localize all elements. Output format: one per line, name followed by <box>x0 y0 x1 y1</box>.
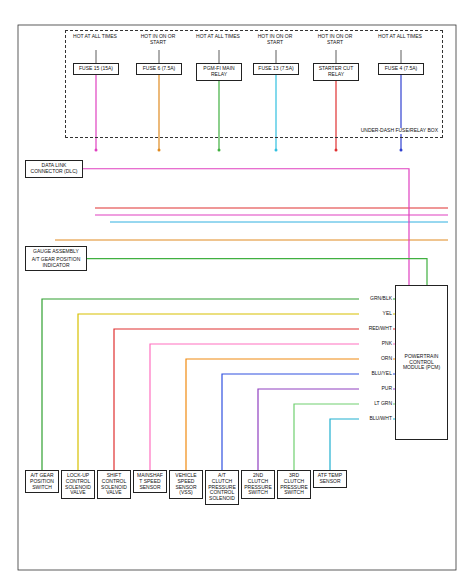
fuse-relay-box: FUSE 4 (7.5A) <box>378 63 424 75</box>
wire-color: BLU/YEL <box>359 371 393 377</box>
wire-connector <box>150 344 395 470</box>
fuse-relay-box: PGM-FI MAIN RELAY <box>196 63 242 81</box>
power-note: HOT AT ALL TIMES <box>377 34 423 40</box>
power-feed <box>219 50 220 63</box>
wire <box>95 214 448 215</box>
power-note: HOT IN ON OR START <box>135 34 181 46</box>
fuse-output-wire <box>400 75 401 150</box>
wire-color: GRN/BLK <box>359 296 393 302</box>
splice-dot <box>335 149 338 152</box>
wire-color: YEL <box>359 311 393 317</box>
splice-dot <box>95 149 98 152</box>
power-feed <box>276 50 277 63</box>
component-box: VEHICLE SPEED SENSOR (VSS) <box>169 470 203 499</box>
component-name: ATF TEMP SENSOR <box>316 473 344 485</box>
wire-color: LT GRN <box>359 401 393 407</box>
component-box: SHIFT CONTROL SOLENOID VALVE <box>97 470 131 499</box>
fuse-output-wire <box>218 81 219 151</box>
component-name: MAINSHAFT SPEED SENSOR <box>136 473 164 490</box>
splice-dot <box>218 149 221 152</box>
power-feed <box>336 50 337 63</box>
wire-connector <box>186 359 395 470</box>
wire-connector <box>294 404 395 470</box>
wire-color: PUR <box>359 386 393 392</box>
component-name: PGM-FI MAIN RELAY <box>199 66 239 78</box>
component-name: 3RD CLUTCH PRESSURE SWITCH <box>280 473 308 496</box>
fuse-box: UNDER-DASH FUSE/RELAY BOX FUSE 15 (15A) FU… <box>65 30 443 138</box>
component-name: POWERTRAIN CONTROL MODULE (PCM) <box>398 354 445 371</box>
component-box: DATA LINK CONNECTOR (DLC) <box>25 160 83 178</box>
power-note: HOT IN ON OR START <box>252 34 298 46</box>
wire-color: PNK <box>359 341 393 347</box>
component-name: A/T CLUTCH PRESSURE CONTROL SOLENOID <box>208 473 236 502</box>
component-name: A/T GEAR POSITION SWITCH <box>28 473 56 490</box>
wire-connector <box>87 259 427 285</box>
component-name: FUSE 6 (7.5A) <box>139 66 179 72</box>
splice-dot <box>400 149 403 152</box>
component-box: LOCK-UP CONTROL SOLENOID VALVE <box>61 470 95 499</box>
component-name: UNDER-DASH FUSE/RELAY BOX <box>361 128 438 134</box>
wire-connector <box>42 299 395 470</box>
component-box: A/T GEAR POSITION SWITCH <box>25 470 59 493</box>
component-name: SHIFT CONTROL SOLENOID VALVE <box>100 473 128 496</box>
wire <box>95 207 448 208</box>
power-feed <box>96 50 97 63</box>
component-name: FUSE 13 (7.5A) <box>256 66 296 72</box>
control-module: POWERTRAIN CONTROL MODULE (PCM) <box>395 285 448 440</box>
fuse-output-wire <box>275 75 276 150</box>
wire-connector <box>114 329 395 470</box>
fuse-output-wire <box>95 75 96 150</box>
wire-connector <box>83 169 409 285</box>
component-name: FUSE 4 (7.5A) <box>381 66 421 72</box>
component-box: A/T CLUTCH PRESSURE CONTROL SOLENOID <box>205 470 239 505</box>
wire-color: ORN <box>359 356 393 362</box>
wire-connector <box>330 419 395 470</box>
component-name: LOCK-UP CONTROL SOLENOID VALVE <box>64 473 92 496</box>
fuse-relay-box: STARTER CUT RELAY <box>313 63 359 81</box>
wire-connector <box>78 314 395 470</box>
wire-connector <box>222 374 395 470</box>
power-feed <box>159 50 160 63</box>
fuse-relay-box: FUSE 13 (7.5A) <box>253 63 299 75</box>
fuse-output-wire <box>158 75 159 150</box>
component-box: GAUGE ASSEMBLY A/T GEAR POSITION INDICATO… <box>25 246 87 271</box>
fuse-relay-box: FUSE 15 (15A) <box>73 63 119 75</box>
component-name: DATA LINK CONNECTOR (DLC) <box>28 163 80 175</box>
wire-color: RED/WHT <box>359 326 393 332</box>
component-box: 3RD CLUTCH PRESSURE SWITCH <box>277 470 311 499</box>
power-feed <box>401 50 402 63</box>
page-border <box>18 25 456 570</box>
wire <box>110 222 448 223</box>
wire <box>55 240 448 241</box>
splice-dot <box>275 149 278 152</box>
wire-color: BLU/WHT <box>359 416 393 422</box>
power-note: HOT AT ALL TIMES <box>195 34 241 40</box>
wire-connector <box>258 389 395 470</box>
fuse-output-wire <box>335 81 336 151</box>
component-name: VEHICLE SPEED SENSOR (VSS) <box>172 473 200 496</box>
component-name: GAUGE ASSEMBLY <box>28 249 84 255</box>
component-box: 2ND CLUTCH PRESSURE SWITCH <box>241 470 275 499</box>
component-name: FUSE 15 (15A) <box>76 66 116 72</box>
component-name: STARTER CUT RELAY <box>316 66 356 78</box>
component-note: A/T GEAR POSITION INDICATOR <box>28 257 84 269</box>
component-name: 2ND CLUTCH PRESSURE SWITCH <box>244 473 272 496</box>
splice-dot <box>158 149 161 152</box>
power-note: HOT IN ON OR START <box>312 34 358 46</box>
component-box: ATF TEMP SENSOR <box>313 470 347 488</box>
component-box: MAINSHAFT SPEED SENSOR <box>133 470 167 493</box>
power-note: HOT AT ALL TIMES <box>72 34 118 40</box>
fuse-relay-box: FUSE 6 (7.5A) <box>136 63 182 75</box>
